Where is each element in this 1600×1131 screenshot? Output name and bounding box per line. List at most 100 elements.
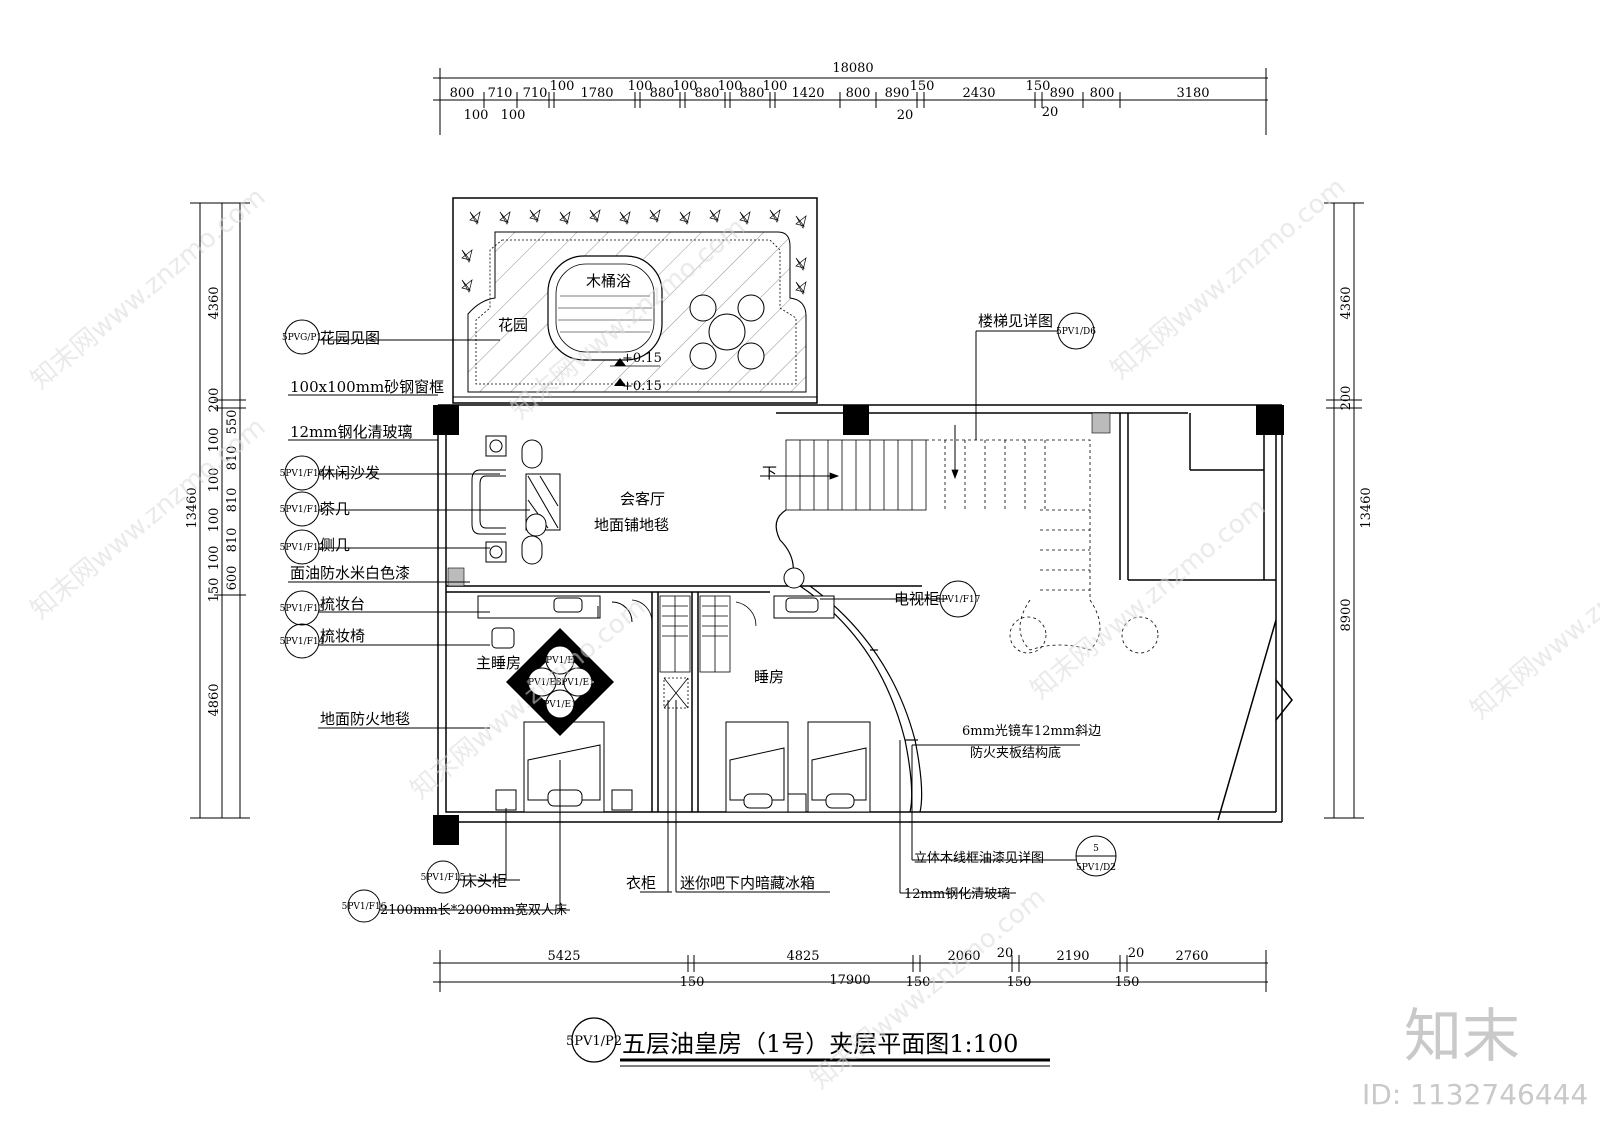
left-dim-labels: 13460 4360 200 4860 550 810 810 810 100 … [185, 286, 240, 716]
watermark-text: 知末网www.znzmo.com [25, 412, 271, 625]
left-dimension-chain [190, 202, 250, 819]
bottom-dim: 4825 [786, 949, 819, 964]
callout-label: 侧几 [320, 536, 350, 554]
left-inner-dim: 100 [207, 508, 222, 533]
stairs-callout-tag: 5PV1/D6 [1056, 327, 1096, 337]
top-sub-dim: 100 [464, 108, 489, 123]
left-dim: 4860 [207, 683, 222, 716]
top-dim: 1780 [580, 86, 613, 101]
column-block [1256, 405, 1284, 435]
wardrobe [631, 595, 757, 709]
wardrobe-callout: 衣柜 [626, 874, 656, 892]
left-inner-dim: 810 [225, 446, 240, 471]
top-dim: 150 [910, 79, 935, 94]
callout-label: 休闲沙发 [320, 464, 380, 482]
top-total-dim: 18080 [832, 61, 873, 76]
wall-tag: 5PV1/E9 [540, 656, 580, 666]
callout-tag: 5PV1/F14 [280, 637, 325, 647]
callout-label: 梳妆台 [320, 595, 365, 613]
top-dim: 1420 [791, 86, 824, 101]
stairs-callout: 楼梯见详图 [978, 312, 1053, 330]
callout-label: 100x100mm砂钢窗框 [290, 378, 444, 396]
bottom-dim: 2760 [1175, 949, 1208, 964]
tv-callout-tag: 5PV1/F17 [936, 595, 981, 605]
wall-tag: 5PV1/E11 [537, 700, 582, 710]
top-sub-dim: 20 [1042, 105, 1059, 120]
left-callout-tags: 5PVG/P1 5PV1/F10 5PV1/F11 5PV1/F12 5PV1/… [280, 333, 325, 647]
left-dim: 200 [207, 388, 222, 413]
top-dim: 890 [885, 86, 910, 101]
left-inner-dim: 810 [225, 528, 240, 553]
bottom-dimension-chain [433, 950, 1268, 992]
top-dimension-chain [433, 68, 1268, 135]
wall-tag: 5PV1/E10 [555, 678, 600, 688]
bedroom-furniture [725, 567, 871, 813]
master-bedroom-furniture [477, 595, 633, 813]
right-callout-labels: 楼梯见详图 5PV1/D6 电视柜 5PV1/F17 6mm光镜车12mm斜边 … [894, 312, 1116, 902]
top-dim: 100 [628, 79, 653, 94]
bottom-sub-dim: 150 [906, 975, 931, 990]
bottom-dim: 2060 [947, 949, 980, 964]
top-dim: 880 [695, 86, 720, 101]
right-dim-labels: 4360 200 8900 13460 [1339, 286, 1374, 631]
left-dim: 4360 [207, 286, 222, 319]
wall-fill [447, 567, 465, 587]
top-dim: 100 [763, 79, 788, 94]
column-block [433, 405, 459, 435]
top-dim: 800 [1090, 86, 1115, 101]
lounge-furniture [471, 435, 561, 565]
watermark-text: 知末网www.znzmo.com [1105, 172, 1351, 385]
top-dim: 880 [740, 86, 765, 101]
top-dim: 150 [1026, 79, 1051, 94]
left-inner-dim: 550 [225, 410, 240, 435]
tv-callout: 电视柜 [894, 590, 939, 608]
callout-tag: 5PV1/F16 [342, 902, 387, 912]
bottom-callout-labels: 5PV1/F15 床头柜 5PV1/F16 2100mm长*2000mm宽双人床… [342, 872, 815, 918]
bottom-dim: 20 [997, 946, 1014, 961]
callout-label: 地面防火地毯 [320, 710, 410, 728]
callout-tag: 5PV1/F10 [280, 469, 325, 479]
top-dim: 2430 [962, 86, 995, 101]
top-dim: 3180 [1176, 86, 1209, 101]
left-inner-dim: 100 [207, 468, 222, 493]
left-leaders [284, 319, 530, 729]
left-inner-dim: 100 [207, 428, 222, 453]
callout-label: 12mm钢化清玻璃 [290, 423, 413, 441]
top-dim-labels: 800 710 710 100 1780 100 880 100 880 100… [450, 79, 1210, 123]
right-dim: 4360 [1339, 286, 1354, 319]
bottom-dim: 5425 [547, 949, 580, 964]
bed-callout: 2100mm长*2000mm宽双人床 [380, 902, 567, 918]
right-dim: 8900 [1339, 598, 1354, 631]
left-inner-dim: 100 [207, 546, 222, 571]
watermark-text: 知末网www.znzmo.com [25, 182, 271, 395]
column-block [433, 815, 459, 845]
callout-label: 花园见图 [320, 329, 380, 347]
elevation-label: +0.15 [622, 351, 662, 366]
top-dim: 710 [523, 86, 548, 101]
bottom-dim: 2190 [1056, 949, 1089, 964]
lounge-label: 会客厅 [620, 490, 665, 508]
mirror-callout: 6mm光镜车12mm斜边 [962, 723, 1101, 739]
staircase [760, 425, 1159, 654]
frame-callout: 立体木线框油漆见详图 [914, 850, 1044, 866]
bottom-sub-dim: 150 [1007, 975, 1032, 990]
callout-label: 面油防水米白色漆 [290, 564, 410, 582]
top-dim: 800 [450, 86, 475, 101]
wall-fill [1091, 412, 1111, 434]
title-text: 五层油皇房（1号）夹层平面图1:100 [622, 1030, 1018, 1058]
wall-tag: 5PV1/E8 [522, 678, 562, 688]
title-tag: 5PV1/P2 [566, 1034, 622, 1049]
left-inner-dim: 600 [225, 566, 240, 591]
callout-tag: 5PV1/F12 [280, 543, 325, 553]
callout-tag: 5PV1/F15 [421, 873, 466, 883]
garden-area: 花园 木桶浴 +0.15 +0.15 [452, 197, 818, 404]
stairs-down-label: 下 [762, 464, 777, 482]
callout-tag: 5PV1/F13 [280, 604, 325, 614]
nightstand-callout: 床头柜 [462, 872, 507, 890]
bottom-sub-dim: 150 [1115, 975, 1140, 990]
right-leaders [820, 312, 1117, 894]
left-callout-labels: 花园见图 100x100mm砂钢窗框 12mm钢化清玻璃 休闲沙发 茶几 侧几 … [290, 329, 444, 728]
watermark-logo: 知末 [1404, 1002, 1520, 1070]
column-block [843, 405, 869, 435]
